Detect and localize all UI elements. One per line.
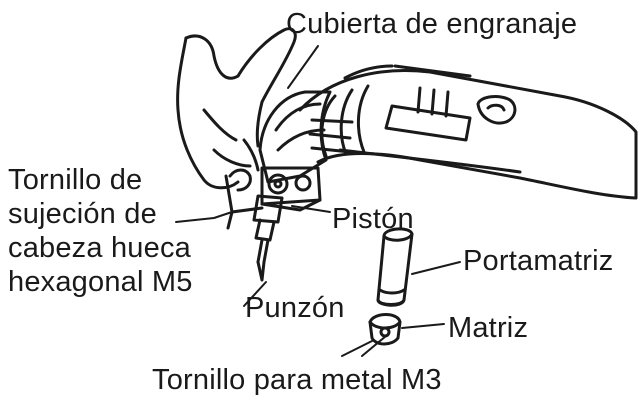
punch-part bbox=[252, 194, 284, 282]
leader-die bbox=[401, 323, 445, 329]
leader-hex-screw bbox=[175, 211, 233, 223]
leader-punch bbox=[243, 281, 267, 307]
label-hex-socket-screw-line-1: Tornillo de bbox=[8, 164, 143, 196]
die-part bbox=[368, 313, 402, 346]
leader-piston bbox=[291, 205, 331, 213]
label-piston: Pistón bbox=[332, 203, 414, 235]
leader-lines bbox=[175, 45, 461, 357]
label-die: Matriz bbox=[448, 312, 529, 344]
leader-metal-screw-left bbox=[341, 339, 375, 357]
leader-gear-cover bbox=[287, 45, 319, 89]
label-hex-socket-screw: Tornillo de sujeción de cabeza hueca hex… bbox=[8, 163, 193, 299]
label-hex-socket-screw-line-2: sujeción de bbox=[8, 198, 157, 230]
die-holder-part bbox=[376, 227, 414, 307]
label-gear-cover: Cubierta de engranaje bbox=[286, 8, 578, 40]
leader-die-holder bbox=[411, 261, 461, 275]
hand bbox=[176, 27, 297, 192]
label-hex-socket-screw-line-4: hexagonal M5 bbox=[8, 266, 193, 298]
leader-metal-screw-right bbox=[361, 335, 387, 357]
label-punch: Punzón bbox=[245, 292, 345, 324]
label-metal-screw: Tornillo para metal M3 bbox=[152, 364, 442, 396]
label-hex-socket-screw-line-3: cabeza hueca bbox=[8, 232, 191, 264]
label-die-holder: Portamatriz bbox=[463, 245, 614, 277]
gear-cover-part bbox=[258, 90, 332, 212]
tool-body bbox=[298, 64, 638, 200]
